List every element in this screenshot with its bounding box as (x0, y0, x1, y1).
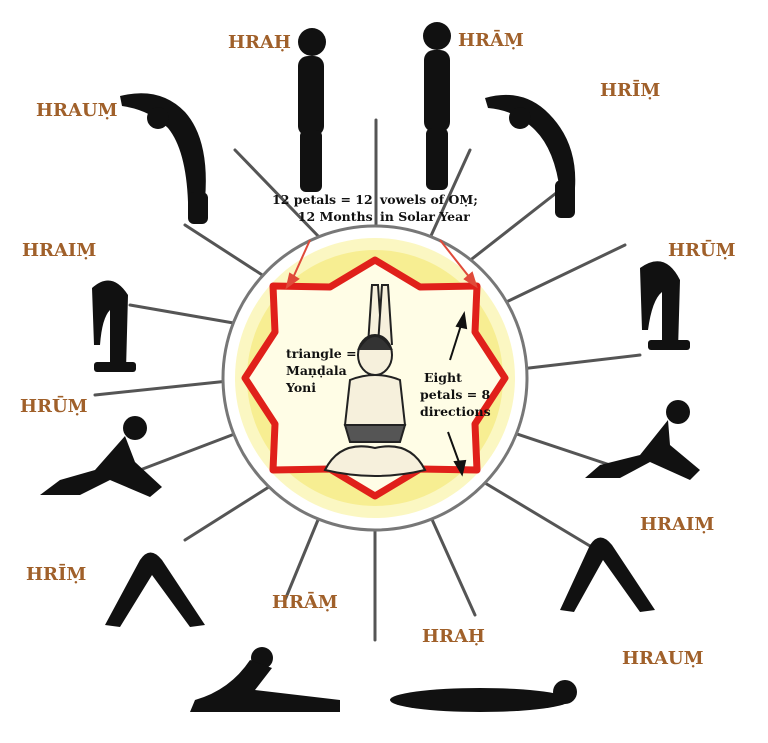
pose-pranamasana-2 (423, 22, 451, 190)
note-twelve-petals-left: 12 petals = 12 12 Months (272, 192, 373, 224)
pose-parvatasana-right (560, 537, 655, 612)
pose-ashwa-sanchalanasana-left (40, 416, 162, 497)
pose-padahastasana-right (640, 261, 690, 350)
pose-hasta-uttanasana-right (485, 94, 576, 218)
eight-petal-arrows (447, 311, 468, 477)
mantra-label: HRAIṂ (640, 514, 715, 535)
mantra-label: HRAUṂ (36, 100, 118, 121)
pose-pranamasana-1 (298, 28, 326, 192)
pose-hasta-uttanasana-left (120, 93, 208, 224)
mantra-label: HRAUṂ (622, 648, 704, 669)
mantra-label: HRĪṂ (26, 564, 87, 585)
note-twelve-petals-right: vowels of OṂ; in Solar Year (380, 192, 478, 224)
pose-silhouettes (40, 22, 700, 712)
pose-ashwa-sanchalanasana-right (585, 400, 700, 480)
pose-parvatasana-left (105, 552, 205, 627)
mantra-label: HRAḤ (228, 32, 291, 53)
central-mandala (221, 224, 529, 532)
note-eight-petals: Eight petals = 8 directions (420, 370, 491, 419)
petal-arrows (285, 239, 478, 290)
mantra-label: HRAḤ (422, 626, 485, 647)
mantra-label: HRĪṂ (600, 80, 661, 101)
pose-bhujangasana (190, 647, 340, 712)
mantra-label: HRAIṂ (22, 240, 97, 261)
mantra-label: HRĀṂ (458, 30, 524, 51)
seated-yogi-figure (323, 284, 427, 477)
pose-ashtanga-namaskara (390, 680, 577, 712)
radial-spokes (93, 118, 642, 642)
mantra-label: HRŪṂ (668, 240, 736, 261)
pose-padahastasana-left (92, 280, 136, 372)
mantra-label: HRĀṂ (272, 592, 338, 613)
mantra-label: HRŪṂ (20, 396, 88, 417)
note-triangle: triangle = Maṇḍala Yoni (286, 346, 357, 395)
